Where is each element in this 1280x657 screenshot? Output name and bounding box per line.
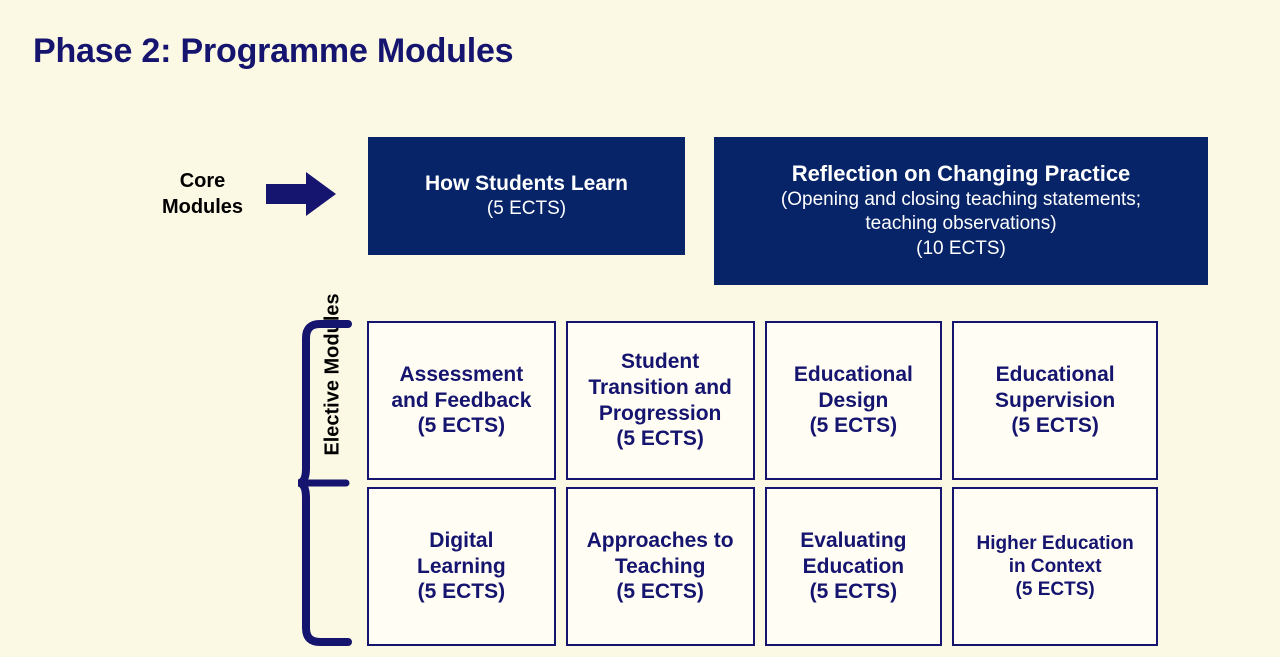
elective-module-educational-design[interactable]: Educational Design (5 ECTS)	[764, 321, 943, 480]
core-module-2-title: Reflection on Changing Practice	[791, 161, 1131, 187]
elective-r1c4-line1: Educational	[995, 363, 1115, 387]
elective-r2c3-ects: (5 ECTS)	[809, 580, 898, 604]
elective-r1c1-ects: (5 ECTS)	[417, 414, 506, 438]
core-module-2-detail-line1: (Opening and closing teaching statements…	[780, 188, 1142, 210]
elective-r1c3-line1: Educational	[793, 363, 913, 387]
core-modules-label: Core Modules	[140, 168, 265, 221]
elective-r2c4-ects: (5 ECTS)	[1015, 579, 1095, 601]
elective-module-digital-learning[interactable]: Digital Learning (5 ECTS)	[367, 487, 556, 646]
right-arrow-icon	[266, 170, 336, 218]
core-module-box-how-students-learn[interactable]: How Students Learn (5 ECTS)	[368, 137, 685, 255]
elective-r2c2-line2: Teaching	[614, 554, 706, 578]
elective-r1c3-ects: (5 ECTS)	[809, 414, 898, 438]
elective-r1c2-line2: Transition and	[588, 375, 732, 399]
elective-r1c1-line2: and Feedback	[391, 388, 532, 412]
elective-r1c2-line1: Student	[621, 350, 700, 374]
elective-r2c1-line1: Digital	[429, 529, 494, 553]
elective-row-1: Assessment and Feedback (5 ECTS) Student…	[367, 321, 1158, 480]
elective-r2c2-line1: Approaches to	[586, 529, 734, 553]
core-module-box-reflection-on-changing-practice[interactable]: Reflection on Changing Practice (Opening…	[714, 137, 1208, 285]
elective-r2c4-line1: Higher Education	[976, 532, 1134, 554]
elective-r1c2-ects: (5 ECTS)	[616, 427, 704, 451]
elective-r1c2-line3: Progression	[598, 401, 722, 425]
elective-r1c4-ects: (5 ECTS)	[1011, 414, 1099, 438]
elective-r2c4-line2: in Context	[1008, 555, 1102, 577]
elective-r2c1-ects: (5 ECTS)	[417, 580, 506, 604]
elective-r2c3-line2: Education	[802, 554, 905, 578]
elective-r1c4-line2: Supervision	[995, 388, 1116, 412]
core-module-2-detail-line2: teaching observations)	[865, 213, 1057, 235]
elective-module-approaches-to-teaching[interactable]: Approaches to Teaching (5 ECTS)	[565, 487, 755, 646]
elective-r2c1-line2: Learning	[417, 554, 506, 578]
elective-r1c3-line2: Design	[818, 388, 889, 412]
elective-module-educational-supervision[interactable]: Educational Supervision (5 ECTS)	[952, 321, 1158, 480]
elective-module-student-transition-and-progression[interactable]: Student Transition and Progression (5 EC…	[565, 321, 755, 480]
elective-r2c3-line1: Evaluating	[800, 529, 907, 553]
elective-r1c1-line1: Assessment	[399, 363, 524, 387]
core-modules-label-line1: Core	[179, 170, 226, 192]
elective-module-assessment-and-feedback[interactable]: Assessment and Feedback (5 ECTS)	[367, 321, 556, 480]
page-title: Phase 2: Programme Modules	[33, 32, 514, 70]
elective-r2c2-ects: (5 ECTS)	[616, 580, 704, 604]
core-module-1-ects: (5 ECTS)	[486, 197, 567, 219]
core-module-2-ects: (10 ECTS)	[916, 237, 1006, 259]
core-module-1-title: How Students Learn	[424, 172, 629, 196]
elective-module-higher-education-in-context[interactable]: Higher Education in Context (5 ECTS)	[952, 487, 1158, 646]
elective-row-2: Digital Learning (5 ECTS) Approaches to …	[367, 487, 1158, 646]
core-modules-label-line2: Modules	[161, 196, 244, 219]
elective-modules-grid: Assessment and Feedback (5 ECTS) Student…	[367, 321, 1158, 646]
elective-module-evaluating-education[interactable]: Evaluating Education (5 ECTS)	[764, 487, 943, 646]
curly-brace-icon	[296, 318, 358, 648]
